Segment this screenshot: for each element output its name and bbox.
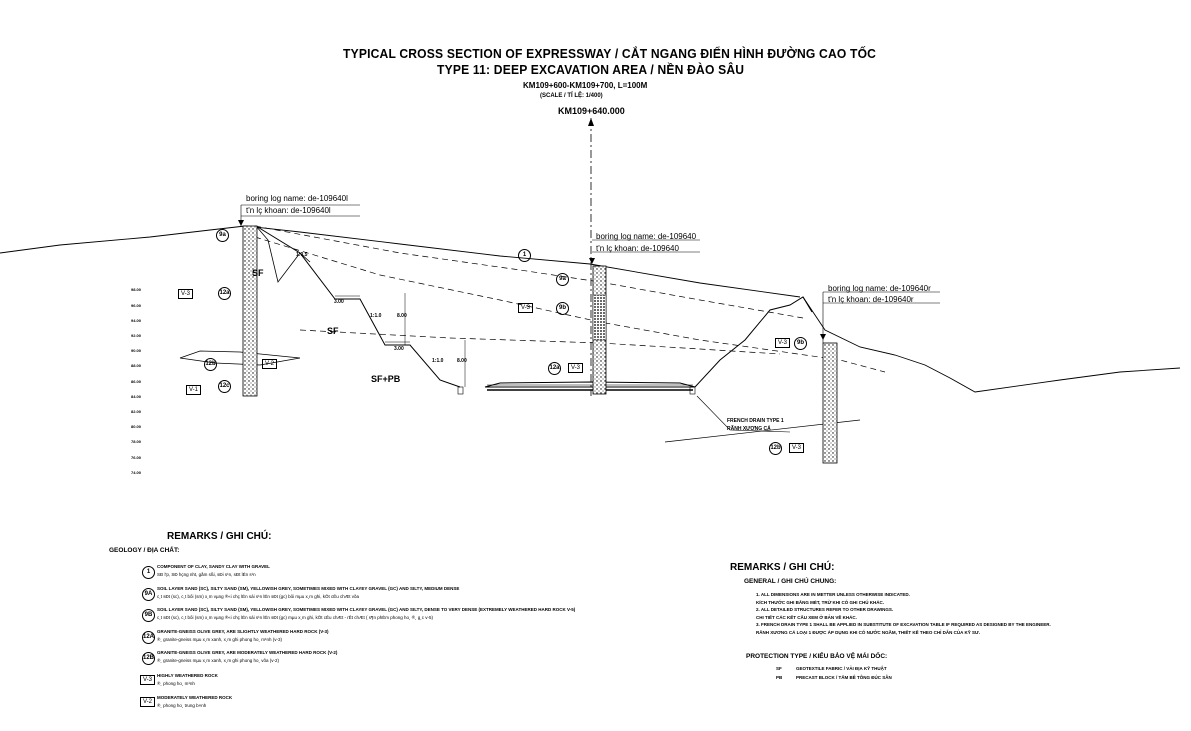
prot-code-pb: PB xyxy=(776,675,783,680)
soil-tag-12a-center: 12a xyxy=(548,362,561,375)
slope-ratio-2: 1:1.0 xyxy=(370,313,382,319)
scale-label: (SCALE / TỈ LỆ: 1/400) xyxy=(540,93,603,99)
station-label: KM109+640.000 xyxy=(558,106,625,116)
rock-tag-v3-right: V-3 xyxy=(775,338,791,348)
rock-tag-v3-left: V-3 xyxy=(178,289,194,299)
existing-ground-right xyxy=(802,296,1181,393)
legend-tag-v3: V-3 xyxy=(140,675,156,685)
slope-protection-top xyxy=(255,225,301,283)
general-notes: 1. ALL DIMENSIONS ARE IN METTER UNLESS O… xyxy=(756,592,1051,635)
legend-12b-vn: ®¸ granite-gneiss mµu x¸m xanh, x¸m ghi … xyxy=(157,658,279,663)
geology-heading: GEOLOGY / ĐỊA CHẤT: xyxy=(109,547,180,554)
existing-ground xyxy=(0,225,801,298)
cut-slope-right xyxy=(694,296,813,388)
legend-12a-en: GRANITE-GNEISS OLIVE GREY, ARE SLIGHTLY … xyxy=(157,629,329,634)
soil-tag-9b-right: 9b xyxy=(794,337,807,350)
legend-v3-vn: ®¸ phong ho¸ m¹nh xyxy=(157,681,195,686)
legend-9a-en: SOIL LAYER SAND (SC), SILTY SAND (SM), Y… xyxy=(157,586,460,591)
title-line2: TYPE 11: DEEP EXCAVATION AREA / NỀN ĐÀO … xyxy=(437,62,745,77)
prot-code-sf: SF xyxy=(776,666,782,671)
legend-12b-en: GRANITE-GNEISS OLIVE GREY, ARE MODERATEL… xyxy=(157,650,338,655)
legend-v3-en: HIGHLY WEATHERED ROCK xyxy=(157,673,218,678)
soil-tag-9b-center: 9b xyxy=(556,302,569,315)
legend-9b-en: SOIL LAYER SAND (SC), SILTY SAND (SM), Y… xyxy=(157,607,576,612)
legend-9a-vn: c¸t sÐt (sc), c¸t bôi (sm) x¸m vµng ®«i … xyxy=(157,594,360,599)
soil-tag-9a-center: 9a xyxy=(556,273,569,286)
title-line1: TYPICAL CROSS SECTION OF EXPRESSWAY / CẮ… xyxy=(343,46,877,61)
protection-sf-1: SF xyxy=(252,268,264,278)
legend-1-vn: SÐ l'p, SÐ hçng nht, gåm sßi, sÐi s¹n, s… xyxy=(157,572,256,577)
boring-log-left-name: boring log name: de-109640l xyxy=(246,194,348,203)
slope-ratio-3: 1:1.0 xyxy=(432,358,444,364)
french-drain-leader xyxy=(696,395,791,433)
legend-tag-v2: V-2 xyxy=(140,697,156,707)
rock-tag-v2-left: V-2 xyxy=(262,359,278,369)
legend-v2-vn: ®¸ phong ho¸ trung b×nh xyxy=(157,703,207,708)
french-drain-label-vn: RÃNH XƯƠNG CÁ xyxy=(727,426,771,432)
prot-text-pb: PRECAST BLOCK / TẤM BÊ TÔNG ĐÚC SẴN xyxy=(796,675,892,680)
legend-tag-9b: 9B xyxy=(142,609,155,622)
french-drain-label: FRENCH DRAIN TYPE 1 xyxy=(727,418,784,424)
legend-tag-9a: 9A xyxy=(142,588,155,601)
soil-tag-12a-left: 12a xyxy=(218,287,231,300)
rock-tag-v3-right-2: V-3 xyxy=(789,443,805,453)
layer-zigzag-2 xyxy=(179,357,301,366)
protection-heading: PROTECTION TYPE / KIỂU BẢO VỆ MÁI DỐC: xyxy=(746,653,888,660)
rock-tag-v3-center-2: V-3 xyxy=(568,363,584,373)
soil-tag-1: 1 xyxy=(518,249,531,262)
layer-zigzag xyxy=(179,350,301,359)
rock-tag-v1-left: V-1 xyxy=(186,385,202,395)
legend-tag-12a: 12A xyxy=(142,631,155,644)
borehole-left xyxy=(242,225,258,397)
berm-width-1: 3.00 xyxy=(334,299,344,305)
legend-tag-1: 1 xyxy=(142,566,155,579)
general-heading: GENERAL / GHI CHÚ CHUNG: xyxy=(744,578,837,585)
soil-tag-12b-right: 12b xyxy=(769,442,782,455)
protection-sf-pb: SF+PB xyxy=(371,374,401,384)
remarks-right-title: REMARKS / GHI CHÚ: xyxy=(730,562,835,573)
chainage-range: KM109+600-KM109+700, L=100M xyxy=(523,81,648,90)
left-drain xyxy=(457,386,464,395)
boring-log-right-name: boring log name: de-109640r xyxy=(828,284,931,293)
boring-log-right-vn: t'n lç khoan: de-109640r xyxy=(828,295,914,304)
legend-v2-en: MODERATELY WEATHERED ROCK xyxy=(157,695,233,700)
legend-tag-12b: 12B xyxy=(142,652,155,665)
remarks-left-title: REMARKS / GHI CHÚ: xyxy=(167,531,272,542)
protection-sf-2: SF xyxy=(327,326,339,336)
rock-tag-v3-center: V-3 xyxy=(518,303,534,313)
boring-log-center-vn: t'n lç khoan: de-109640 xyxy=(596,244,679,253)
slope-ratio-1: 1:0.5 xyxy=(296,252,308,258)
centerline-arrow xyxy=(588,118,594,126)
soil-tag-9a-left: 9a xyxy=(216,229,229,242)
prot-text-sf: GEOTEXTILE FABRIC / VẢI ĐỊA KỸ THUẬT xyxy=(796,666,887,671)
legend-9b-vn: c¸t sÐt (sc), c¸t bôi (sm) x¸m vµng ®«i … xyxy=(157,615,434,620)
layer-boundary-1 xyxy=(254,225,804,319)
right-drain xyxy=(689,386,696,395)
layer-boundary-3 xyxy=(299,329,781,355)
borehole-right xyxy=(822,342,838,464)
boring-log-center-name: boring log name: de-109640 xyxy=(596,232,697,241)
road-formation xyxy=(484,381,696,388)
soil-tag-12c-left: 12c xyxy=(218,380,231,393)
soil-tag-12b-left: 12b xyxy=(204,358,217,371)
legend-12a-vn: ®¸ granite-gneiss mµu x¸m xanh, x¸m ghi … xyxy=(157,637,282,642)
legend-1-en: COMPONENT OF CLAY, SANDY CLAY WITH GRAVE… xyxy=(157,564,270,569)
height-2: 8.00 xyxy=(457,358,467,364)
cut-slope-left xyxy=(255,225,461,388)
boring-log-left-vn: t'n lç khoan: de-109640l xyxy=(246,206,331,215)
height-1: 8.00 xyxy=(397,313,407,319)
berm-width-2: 3.00 xyxy=(394,346,404,352)
